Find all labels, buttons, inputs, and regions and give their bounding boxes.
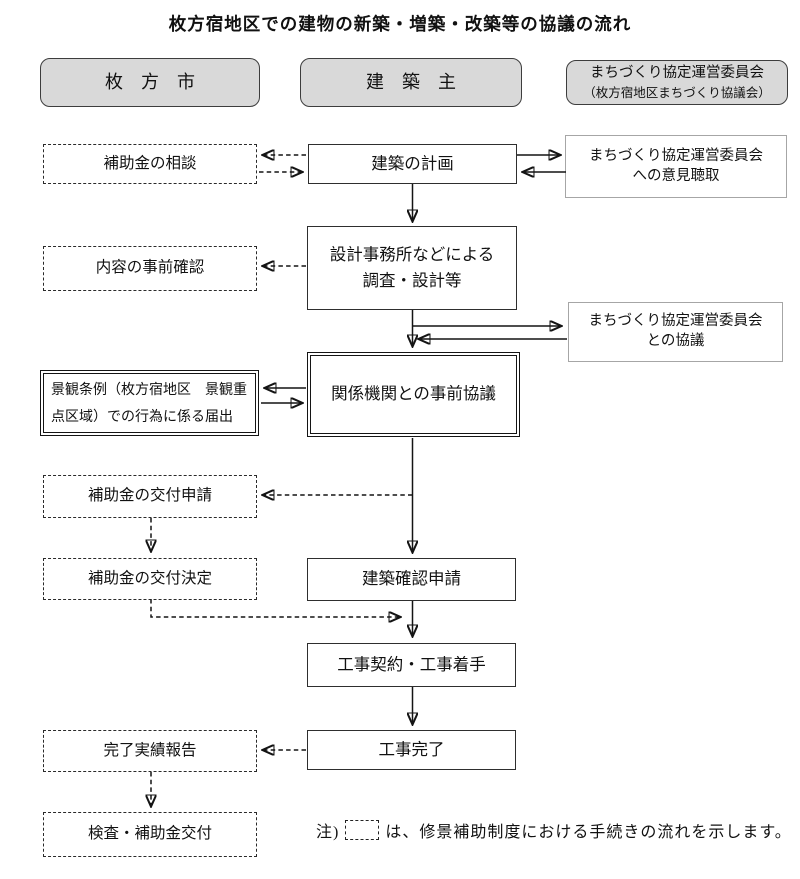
- header-label: 枚 方 市: [105, 72, 195, 93]
- header-label-line: （枚方宿地区まちづくり協議会）: [583, 85, 771, 100]
- footnote-prefix: 注): [316, 824, 340, 841]
- header-hirakata-city: 枚 方 市: [40, 58, 260, 107]
- node-completion-report: 完了実績報告: [43, 730, 257, 772]
- node-committee-consult: まちづくり協定運営委員会 との協議: [568, 302, 783, 362]
- node-construction-start: 工事契約・工事着手: [307, 643, 516, 687]
- node-label-line: 景観条例（枚方宿地区 景観重: [51, 380, 247, 397]
- page-title: 枚方宿地区での建物の新築・増築・改築等の協議の流れ: [168, 14, 632, 34]
- dashed-box-legend-icon: [345, 820, 380, 840]
- header-building-owner: 建 築 主: [300, 58, 522, 107]
- node-opinion-hearing: まちづくり協定運営委員会 への意見聴取: [565, 135, 787, 198]
- node-design-office: 設計事務所などによる 調査・設計等: [307, 226, 517, 310]
- node-label-line: 設計事務所などによる: [329, 245, 495, 264]
- node-label: 工事完了: [378, 740, 445, 759]
- node-subsidy-apply: 補助金の交付申請: [43, 475, 257, 518]
- node-inspection-grant: 検査・補助金交付: [43, 812, 257, 857]
- node-label-line: まちづくり協定運営委員会: [589, 147, 763, 164]
- node-label-line: への意見聴取: [632, 167, 720, 184]
- node-label-line: まちづくり協定運営委員会: [588, 313, 763, 330]
- header-label: 建 築 主: [366, 72, 456, 93]
- node-building-plan: 建築の計画: [308, 144, 517, 184]
- node-label: 内容の事前確認: [95, 259, 205, 277]
- node-label: 完了実績報告: [103, 741, 197, 759]
- node-label: 補助金の相談: [103, 154, 197, 172]
- node-label: 建築の計画: [371, 154, 454, 173]
- node-construction-complete: 工事完了: [307, 730, 516, 770]
- node-label: 工事契約・工事着手: [337, 655, 486, 674]
- node-label: 建築確認申請: [362, 570, 461, 589]
- node-building-confirm: 建築確認申請: [307, 558, 516, 601]
- node-pre-consult: 関係機関との事前協議: [306, 351, 521, 438]
- arrow-decision-to-mainline: [150, 599, 400, 617]
- node-label: 検査・補助金交付: [87, 825, 212, 843]
- node-label-line: との協議: [646, 333, 705, 349]
- node-label: 補助金の交付決定: [87, 569, 212, 587]
- header-machizukuri-committee: まちづくり協定運営委員会 （枚方宿地区まちづくり協議会）: [566, 60, 788, 105]
- node-subsidy-decision: 補助金の交付決定: [43, 558, 257, 600]
- node-label-line: 点区域）での行為に係る届出: [51, 408, 233, 424]
- node-content-preconfirm: 内容の事前確認: [43, 246, 257, 291]
- node-label-line: 調査・設計等: [362, 272, 462, 290]
- header-label-line: まちづくり協定運営委員会: [590, 64, 764, 81]
- node-label: 関係機関との事前協議: [331, 385, 496, 404]
- node-label: 補助金の交付申請: [87, 487, 212, 505]
- footnote: 注) は、修景補助制度における手続きの流れを示します。: [316, 818, 792, 842]
- footnote-text: は、修景補助制度における手続きの流れを示します。: [385, 824, 792, 841]
- node-subsidy-consult: 補助金の相談: [43, 144, 257, 184]
- node-landscape-notice: 景観条例（枚方宿地区 景観重 点区域）での行為に係る届出: [39, 369, 260, 437]
